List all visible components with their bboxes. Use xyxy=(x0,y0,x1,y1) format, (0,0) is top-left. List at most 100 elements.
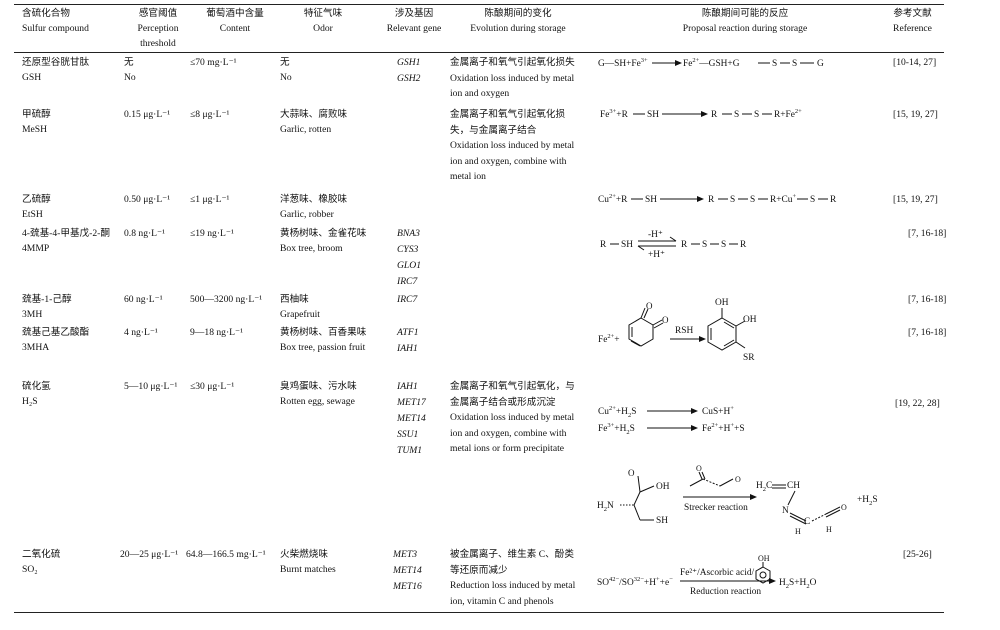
content-value: ≤19 ng·L⁻¹ xyxy=(190,228,234,239)
content-value: 9—18 ng·L⁻¹ xyxy=(190,327,243,338)
svg-text:H2S+H2O: H2S+H2O xyxy=(779,578,817,590)
content-value: ≤70 mg·L⁻¹ xyxy=(190,57,237,68)
reaction-mesh: Fe3++R SH R S S R+Fe2+ xyxy=(600,108,802,120)
reference-text: [7, 16-18] xyxy=(908,228,947,239)
svg-text:O: O xyxy=(628,468,635,478)
svg-text:S: S xyxy=(702,240,707,250)
svg-text:R: R xyxy=(740,240,747,250)
reaction-4mmp: R SH -H⁺ +H⁺ R S S R xyxy=(600,230,747,260)
svg-text:Fe2++H++S: Fe2++H++S xyxy=(702,422,745,434)
svg-text:S: S xyxy=(754,110,759,120)
svg-text:SH: SH xyxy=(647,110,659,120)
svg-text:Cu2++H2S: Cu2++H2S xyxy=(598,405,636,419)
svg-text:S: S xyxy=(734,110,739,120)
label-minus-h: -H⁺ xyxy=(648,230,663,240)
header-rule xyxy=(14,52,944,53)
reference-text: [10-14, 27] xyxy=(893,57,937,68)
reaction-etsh: Cu2++R SH R S S R+Cu+ S R xyxy=(598,193,837,205)
svg-text:OH: OH xyxy=(743,315,757,325)
svg-text:O: O xyxy=(662,315,669,325)
threshold-value: 0.50 μg·L⁻¹ xyxy=(124,194,171,205)
svg-text:SH: SH xyxy=(621,240,633,250)
label-plus-h: +H⁺ xyxy=(648,250,665,260)
reference-text: [15, 19, 27] xyxy=(893,194,938,205)
svg-text:R: R xyxy=(830,195,837,205)
threshold-value: 4 ng·L⁻¹ xyxy=(124,327,158,338)
svg-text:R: R xyxy=(708,195,715,205)
svg-text:CuS+H+: CuS+H+ xyxy=(702,405,734,417)
reaction-h2s-metals: Cu2++H2S CuS+H+ Fe3++H2S Fe2++H++S xyxy=(598,405,745,436)
svg-text:C: C xyxy=(804,517,810,527)
reference-text: [7, 16-18] xyxy=(908,294,947,305)
reaction-gsh: G—SH+Fe3+ Fe2+—GSH+G S S G xyxy=(598,57,824,69)
svg-text:R: R xyxy=(711,110,718,120)
reference-text: [7, 16-18] xyxy=(908,327,947,338)
label-strecker: Strecker reaction xyxy=(684,503,748,513)
svg-text:CH: CH xyxy=(787,481,800,491)
svg-text:+H2S: +H2S xyxy=(857,495,878,507)
label-catalyst: Fe²⁺/Ascorbic acid/ xyxy=(680,568,755,578)
svg-text:Fe2++: Fe2++ xyxy=(598,333,620,345)
svg-text:SR: SR xyxy=(743,353,755,363)
svg-text:OH: OH xyxy=(656,482,670,492)
svg-text:S: S xyxy=(772,59,777,69)
svg-text:S: S xyxy=(792,59,797,69)
svg-text:Cu2++R: Cu2++R xyxy=(598,193,628,205)
gene-list: IRC7 xyxy=(397,294,418,305)
svg-text:OH: OH xyxy=(715,298,729,308)
svg-text:Fe3++H2S: Fe3++H2S xyxy=(598,422,635,436)
svg-text:O: O xyxy=(841,503,847,512)
svg-text:S: S xyxy=(750,195,755,205)
svg-text:G—SH+Fe3+: G—SH+Fe3+ xyxy=(598,57,648,69)
content-value: ≤8 μg·L⁻¹ xyxy=(190,109,230,120)
svg-text:R+Fe2+: R+Fe2+ xyxy=(774,108,802,120)
svg-text:H2C: H2C xyxy=(756,481,772,493)
svg-text:R: R xyxy=(681,240,688,250)
content-value: ≤1 μg·L⁻¹ xyxy=(190,194,230,205)
threshold-value: 0.15 μg·L⁻¹ xyxy=(124,109,171,120)
content-value: 500—3200 ng·L⁻¹ xyxy=(190,294,263,305)
label-rsh: RSH xyxy=(675,326,693,336)
svg-text:H: H xyxy=(826,525,832,534)
svg-text:N: N xyxy=(782,506,789,516)
reference-text: [25-26] xyxy=(903,549,932,560)
svg-text:S: S xyxy=(810,195,815,205)
svg-text:Fe3++R: Fe3++R xyxy=(600,108,629,120)
svg-text:G: G xyxy=(817,59,824,69)
threshold-value: 20—25 μg·L⁻¹ xyxy=(120,549,179,560)
svg-text:O: O xyxy=(646,301,653,311)
svg-text:S: S xyxy=(730,195,735,205)
content-value: 64.8—166.5 mg·L⁻¹ xyxy=(186,549,266,560)
svg-text:OH: OH xyxy=(758,554,770,563)
svg-text:SH: SH xyxy=(645,195,657,205)
svg-text:Fe2+—GSH+G: Fe2+—GSH+G xyxy=(683,57,740,69)
threshold-value: 0.8 ng·L⁻¹ xyxy=(124,228,165,239)
bottom-rule xyxy=(14,612,944,613)
